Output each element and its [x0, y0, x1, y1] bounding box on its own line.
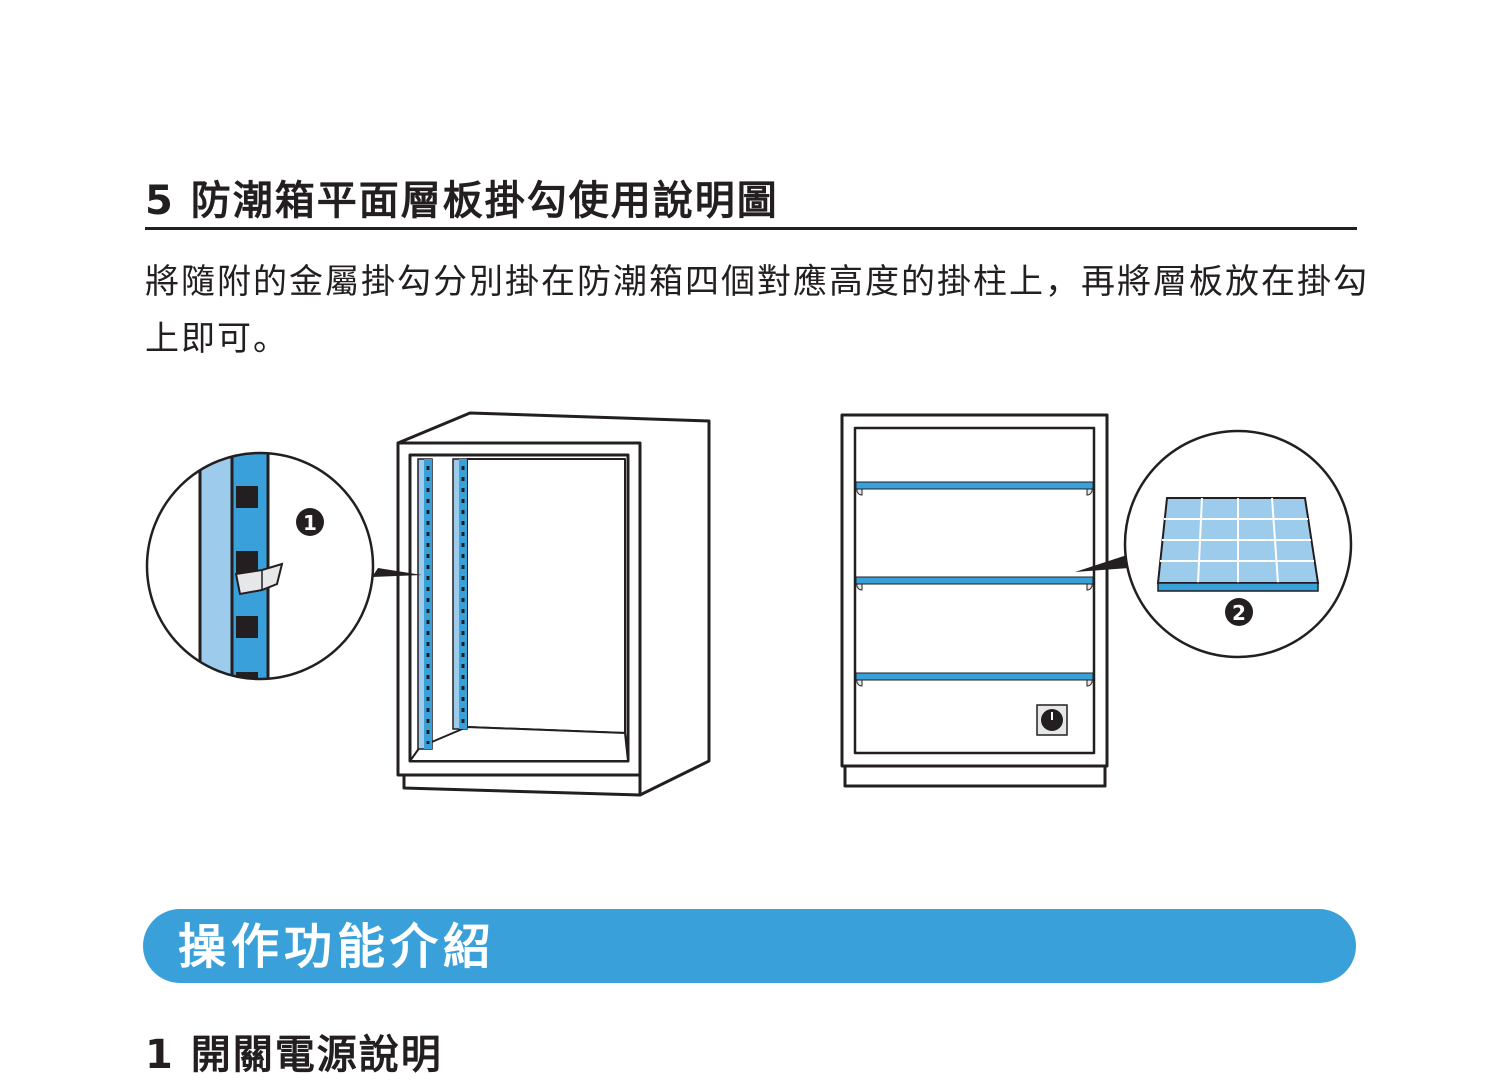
shelf-hook-illustration: 1 2 — [145, 411, 1353, 797]
zoom-detail-1: 1 — [145, 451, 375, 681]
section-description: 將隨附的金屬掛勾分別掛在防潮箱四個對應高度的掛柱上，再將層板放在掛勾上即可。 — [145, 262, 1369, 359]
rail-posts — [417, 458, 468, 750]
callout-2-label: 2 — [1232, 601, 1246, 625]
section-banner: 操作功能介紹 — [143, 909, 1356, 983]
next-section-heading: 1 開關電源說明 — [145, 1032, 443, 1078]
pointer-2 — [1075, 555, 1129, 572]
heading-underline — [145, 227, 1357, 230]
section-heading: 5 防潮箱平面層板掛勾使用說明圖 — [145, 178, 779, 224]
pointer-1 — [372, 568, 422, 577]
callout-1-label: 1 — [303, 511, 317, 535]
banner-title: 操作功能介紹 — [178, 919, 497, 975]
open-cabinet-drawing — [396, 411, 711, 797]
control-dial — [1036, 704, 1068, 736]
zoom-detail-2: 2 — [1123, 429, 1353, 659]
shelves — [855, 481, 1094, 687]
